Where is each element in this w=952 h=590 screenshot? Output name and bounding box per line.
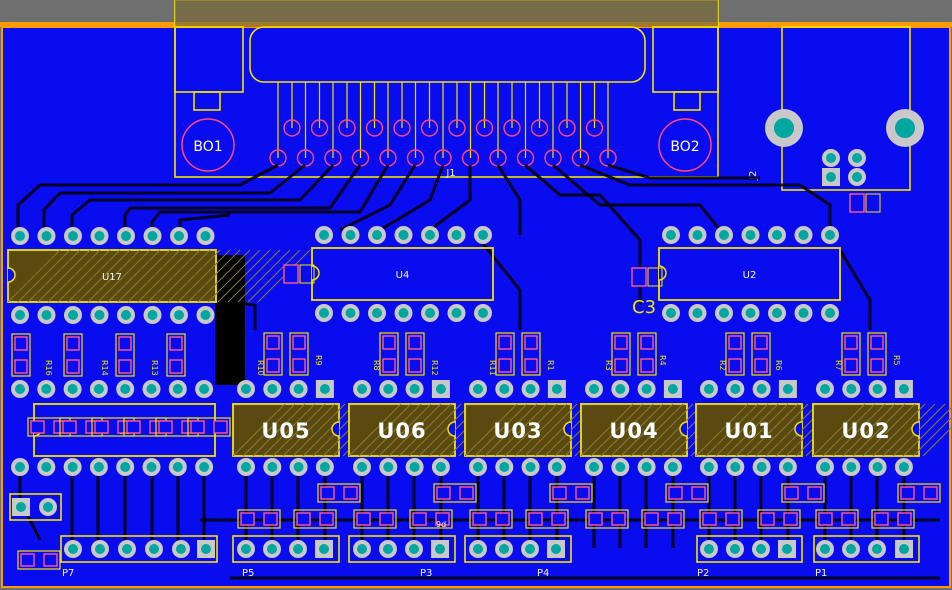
ic-label: U01 — [724, 419, 773, 443]
ic-label: U02 — [841, 419, 890, 443]
ic-u04: U04 — [580, 380, 744, 476]
connector-ref: J1 — [445, 168, 455, 179]
ic-label: U4 — [396, 270, 410, 281]
ic-u2: U2 — [658, 226, 841, 322]
resistor-label: R10 — [256, 360, 265, 376]
smd-resistor — [289, 332, 309, 376]
smd-resistor — [187, 417, 231, 437]
ic-u01: U01 — [695, 380, 859, 476]
smd-resistor — [751, 332, 771, 376]
smd-resistor — [637, 332, 657, 376]
header-label: P1 — [815, 568, 827, 579]
resistor-label: R1 — [546, 360, 555, 371]
resistor-label: R12 — [430, 360, 439, 376]
smd-capacitor — [849, 193, 881, 213]
two-pin-header — [9, 493, 62, 521]
ic-label: U2 — [743, 270, 757, 281]
smd-resistor — [549, 483, 593, 503]
smd-resistor — [379, 332, 399, 376]
db25-connector: BO1 BO2 J1 — [174, 0, 719, 179]
ic-u5: U5 — [11, 380, 216, 476]
header-p4: P4 — [464, 535, 572, 579]
ic-u06: U06 — [348, 380, 512, 476]
smd-resistor — [867, 332, 887, 376]
smd-resistor — [699, 509, 743, 529]
pin-headers: P7 P5 P3 P4 P2 P1 — [60, 535, 920, 579]
smd-resistor — [815, 509, 859, 529]
resistor-label: R5 — [892, 355, 901, 366]
smd-resistor — [725, 332, 745, 376]
jack-ref: J2 — [748, 171, 759, 181]
smd-resistor — [585, 509, 629, 529]
ic-label: U03 — [493, 419, 542, 443]
smd-resistor — [521, 332, 541, 376]
resistor-label: R2 — [718, 360, 727, 371]
smd-resistor — [433, 483, 477, 503]
smd-components: R16 R14 R13 R10 R9 R8 R12 R11 R1 R3 R4 R2 R6 R7 R5 — [11, 193, 941, 570]
resistor-label: R9 — [314, 355, 323, 366]
ic-label: U04 — [609, 419, 658, 443]
smd-resistor — [665, 483, 709, 503]
smd-resistor — [897, 483, 941, 503]
resistor-label: R4 — [658, 355, 667, 366]
smd-resistor — [409, 509, 453, 529]
smd-resistor — [781, 483, 825, 503]
header-label: P3 — [420, 568, 432, 579]
smd-resistor — [841, 332, 861, 376]
capacitor-label: C3 — [632, 297, 656, 318]
header-p3: P3 — [348, 535, 456, 579]
board-cutout — [215, 255, 245, 385]
header-label: P4 — [537, 568, 549, 579]
mount-hole-label-left: BO1 — [193, 139, 222, 155]
smd-resistor — [405, 332, 425, 376]
smd-resistor — [17, 550, 61, 570]
resistor-label: R6 — [774, 360, 783, 371]
smd-resistor — [757, 509, 801, 529]
header-p1: P1 — [813, 535, 920, 579]
ic-u17: U17 — [7, 227, 311, 324]
header-p7: P7 — [60, 535, 218, 579]
ic-label: U06 — [377, 419, 426, 443]
smd-resistor — [525, 509, 569, 529]
traces — [16, 163, 940, 580]
smd-resistor — [263, 332, 283, 376]
smd-capacitor — [283, 264, 315, 284]
mount-hole-label-right: BO2 — [670, 139, 699, 155]
smd-resistor — [641, 509, 685, 529]
resistor-label: R3 — [604, 360, 613, 371]
smd-capacitor — [631, 267, 663, 287]
ic-u4: U4 — [311, 226, 494, 322]
ic-label: U05 — [261, 419, 310, 443]
smd-resistor — [115, 333, 135, 377]
smd-resistor — [317, 483, 361, 503]
smd-resistor — [871, 509, 915, 529]
smd-resistor — [63, 333, 83, 377]
smd-resistor — [353, 509, 397, 529]
resistor-label: R16 — [44, 360, 53, 376]
jack-j2: J2 — [748, 26, 924, 191]
header-p5: P5 — [232, 535, 340, 579]
resistor-label: R8 — [372, 360, 381, 371]
smd-resistor — [293, 509, 337, 529]
resistor-label: R14 — [100, 360, 109, 376]
ic-u02: U02 — [812, 380, 952, 476]
header-p2: P2 — [696, 535, 803, 579]
smd-resistor — [237, 509, 281, 529]
header-label: P2 — [697, 568, 709, 579]
ic-u05: U05 — [232, 380, 396, 476]
ic-chips: U17 U4 U2U5 U05 U06 U03 U04 U01 U02 — [7, 226, 952, 476]
header-label: P5 — [242, 568, 254, 579]
smd-resistor — [495, 332, 515, 376]
smd-resistor — [469, 509, 513, 529]
resistor-label: R7 — [834, 360, 843, 371]
smd-resistor — [11, 333, 31, 377]
resistor-label: R11 — [488, 360, 497, 376]
misc-label: 9d — [436, 520, 446, 529]
smd-resistor — [166, 333, 186, 377]
header-label: P7 — [62, 568, 74, 579]
ic-label: U17 — [102, 272, 122, 283]
resistor-label: R13 — [150, 360, 159, 376]
smd-resistor — [611, 332, 631, 376]
